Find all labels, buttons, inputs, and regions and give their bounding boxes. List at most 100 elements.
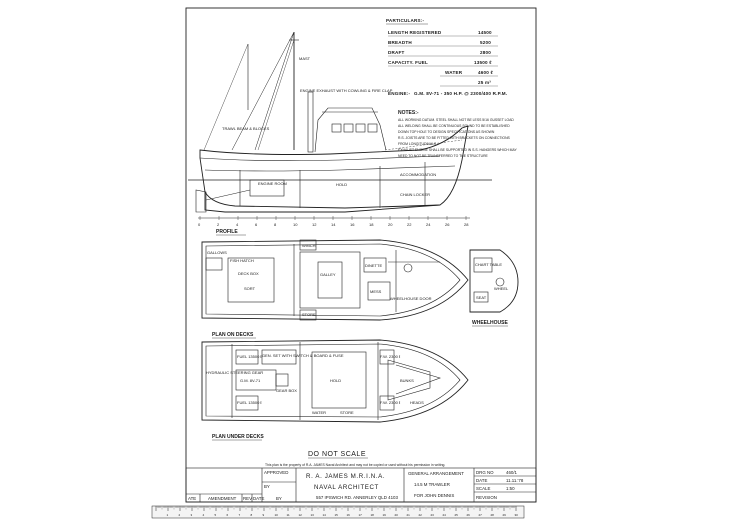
label-chart-table: CHART TABLE	[475, 262, 502, 267]
ruler-number: 6	[227, 513, 229, 517]
label-wheelhouse-door: WHEELHOUSE DOOR	[390, 296, 432, 301]
date-value: 11.11.'78	[506, 478, 524, 483]
particular-value: 2800	[480, 50, 491, 55]
label-hold-under: HOLD	[330, 378, 341, 383]
label-bunks: BUNKS	[400, 378, 414, 383]
label-fish-hatch: FISH HATCH	[230, 258, 254, 263]
note-line: ALL WELDING SHALL BE CONTINUOUS SOUND TO…	[398, 124, 510, 128]
profile-labels: ENGINE EXHAUST WITH COWLING & FIRE CLAP …	[222, 56, 436, 197]
particular-label: LENGTH REGISTERED	[388, 30, 442, 35]
plan-on-decks-title: PLAN ON DECKS	[212, 332, 254, 338]
label-fuel-stbd: FUEL 13500 ℓ	[237, 400, 262, 405]
ruler-number: 19	[383, 513, 387, 517]
plan-under-decks-title: PLAN UNDER DECKS	[212, 434, 264, 440]
ruler-number: 8	[251, 513, 253, 517]
by-col: BY	[276, 496, 282, 501]
scale-value: 1:50	[506, 486, 515, 491]
station-label: 28	[464, 222, 469, 227]
ruler-number: 10	[275, 513, 279, 517]
ruler-number: 15	[335, 513, 339, 517]
particular-value: 5200	[480, 40, 491, 45]
amendment-col: AMENDMENT	[208, 496, 237, 501]
note-line: ALL WORKING DATUM. STEEL SHALL NOT BE LE…	[398, 118, 514, 122]
label-hydraulic-steering: HYDRAULIC STEERING GEAR	[206, 370, 263, 375]
label-gallows: GALLOWS	[207, 250, 227, 255]
label-seat: SEAT	[476, 295, 487, 300]
label-gearbox: GEAR BOX	[276, 388, 297, 393]
ruler-number: 5	[215, 513, 217, 517]
date-label: DATE	[476, 478, 487, 483]
particular-label: ENGINE:-	[388, 91, 411, 96]
copyright-note: This plan is the property of R.A. JAMES …	[265, 463, 445, 467]
label-engine-room: ENGINE ROOM	[258, 181, 287, 186]
label-exhaust: ENGINE EXHAUST WITH COWLING & FIRE CLAP	[300, 88, 393, 93]
ruler-number: 7	[239, 513, 241, 517]
date-col: DATE	[253, 496, 264, 501]
architect-role: NAVAL ARCHITECT	[314, 484, 379, 491]
ruler-number: 25	[455, 513, 459, 517]
drg-no-label: DRG NO	[476, 470, 494, 475]
label-mast: MAST	[299, 56, 311, 61]
ruler-number: 2	[179, 513, 181, 517]
particulars-heading: PARTICULARS:-	[386, 18, 425, 23]
ruler-number: 27	[479, 513, 483, 517]
label-store-under: STORE	[340, 410, 354, 415]
station-label: 12	[312, 222, 317, 227]
ruler-number: 18	[371, 513, 375, 517]
architect-address: 557 IPSWICH RD. ANNERLEY QLD 4103	[316, 495, 398, 500]
label-wheel: WHEEL	[494, 286, 509, 291]
particular-label: BREADTH	[388, 40, 412, 45]
wheelhouse-title: WHEELHOUSE	[472, 320, 509, 326]
client-name: FOR JOHN DENNIS	[414, 493, 454, 498]
particular-value: 14500	[478, 30, 492, 35]
station-label: 20	[388, 222, 393, 227]
revision-label: REVISION	[476, 495, 497, 500]
label-fuel-port: FUEL 13500 ℓ	[237, 354, 262, 359]
label-dinette: DINETTE	[365, 263, 382, 268]
label-fw-port: F.W. 2300 ℓ	[380, 354, 401, 359]
scale-label: SCALE	[476, 486, 490, 491]
station-label: 10	[293, 222, 298, 227]
particular-value: G.M. 8V-71 - 350 H.P. @ 2300/400 R.P.M.	[414, 91, 507, 96]
architect-name: R. A. JAMES M.R.I.N.A.	[306, 473, 385, 480]
plan-on-decks	[201, 239, 469, 321]
note-line: DOWN TOP HOLE TO DESIGN SPECIFICATIONS A…	[398, 130, 495, 134]
ruler-number: 3	[191, 513, 193, 517]
drawing-title: GENERAL ARRANGEMENT	[408, 471, 464, 476]
approved-label: APPROVED	[264, 470, 288, 475]
label-store: STORE	[302, 312, 316, 317]
ruler-number: 14	[323, 513, 327, 517]
wheelhouse-labels: CHART TABLE WHEEL SEAT	[475, 262, 509, 300]
ruler-number: 1	[167, 513, 169, 517]
label-accommodation: ACCOMMODATION	[400, 172, 436, 177]
ruler-number: 21	[407, 513, 411, 517]
ruler-number: 11	[287, 513, 290, 517]
station-label: 24	[426, 222, 431, 227]
station-label: 22	[407, 222, 412, 227]
ruler-number: 17	[359, 513, 363, 517]
station-label: 4	[236, 222, 239, 227]
particulars-block: PARTICULARS:- LENGTH REGISTERED 14500 BR…	[386, 18, 507, 96]
label-mess: MESS	[370, 289, 382, 294]
particular-label: DRAFT	[388, 50, 405, 55]
ruler-number: 28	[491, 513, 495, 517]
ruler-number: 30	[515, 513, 519, 517]
vessel-name: 14.5 M TRAWLER	[414, 482, 450, 487]
label-chain-locker: CHAIN LOCKER	[400, 192, 430, 197]
ruler-number: 13	[311, 513, 315, 517]
station-label: 6	[255, 222, 258, 227]
label-hold: HOLD	[336, 182, 347, 187]
notes-heading: NOTES:-	[398, 110, 419, 116]
label-galley: GALLEY	[320, 272, 336, 277]
note-line: FROM LONGITUDINALS	[398, 142, 437, 146]
drg-no: 460/1	[506, 470, 518, 475]
ruler-number: 16	[347, 513, 351, 517]
note-line: R.S. JOISTS ARE TO BE FITTED WITH BRACKE…	[398, 136, 511, 140]
ruler-number: 20	[395, 513, 399, 517]
by-label: BY	[264, 484, 270, 489]
rev-col: REV	[243, 496, 252, 501]
title-block	[185, 467, 537, 503]
ruler-number: 22	[419, 513, 423, 517]
